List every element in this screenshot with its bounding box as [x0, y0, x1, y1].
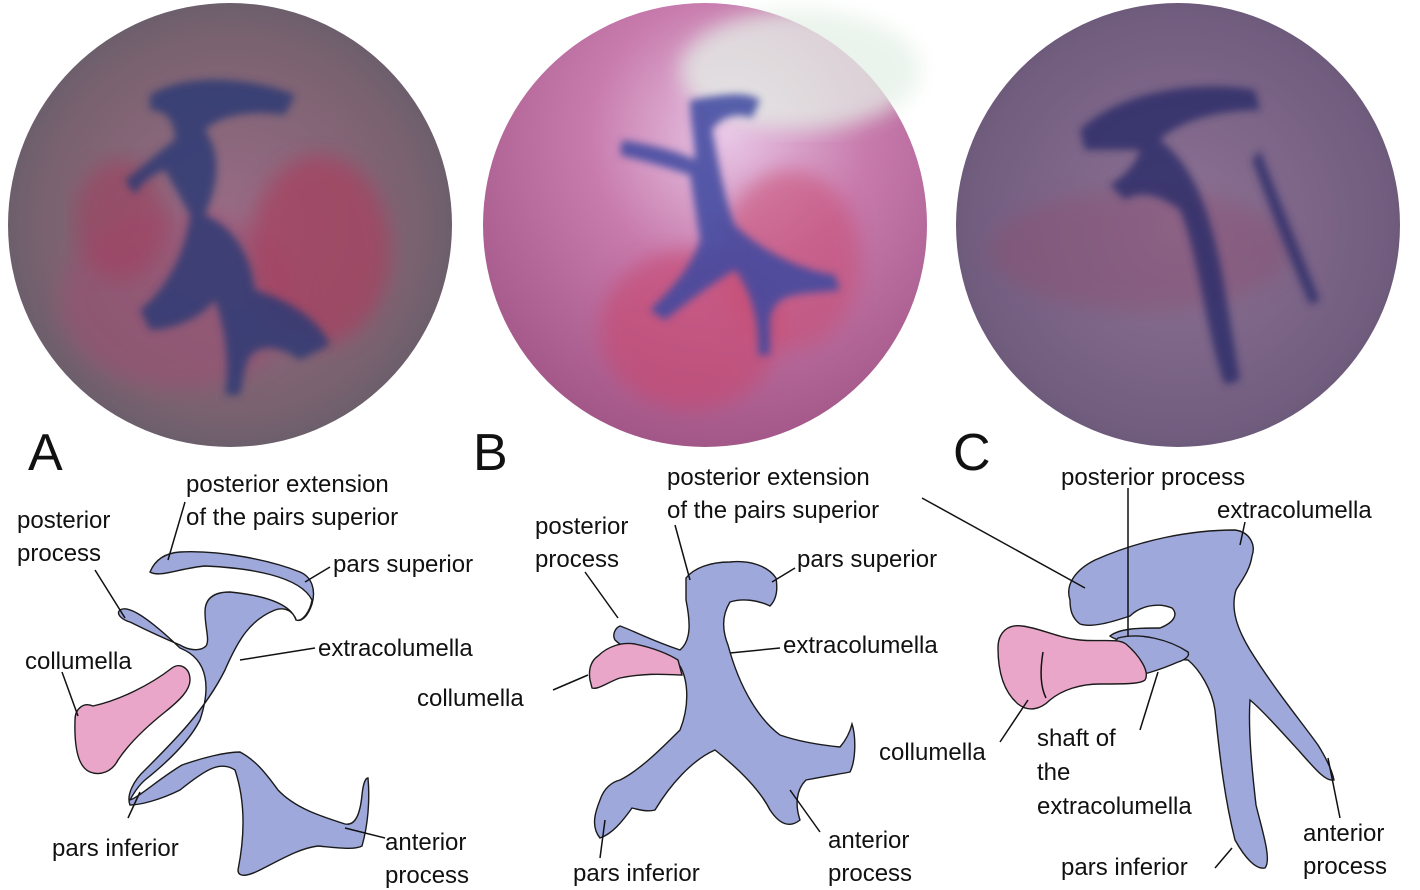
c-label-extracolumella: extracolumella: [1217, 497, 1372, 524]
b-label-posterior-extension-1: posterior extension: [667, 464, 870, 491]
photo-a: [8, 3, 452, 447]
photo-c: [956, 3, 1400, 447]
diagram-b: [553, 525, 855, 858]
a-label-anterior-process-2: process: [385, 862, 469, 889]
panel-label-c: C: [953, 424, 991, 482]
a-label-posterior-extension-1: posterior extension: [186, 471, 389, 498]
a-label-pars-inferior: pars inferior: [52, 835, 179, 862]
b-label-pars-superior: pars superior: [797, 546, 937, 573]
b-label-anterior-process-2: process: [828, 860, 912, 887]
c-label-shaft-2: the: [1037, 759, 1070, 786]
c-label-shaft-3: extracolumella: [1037, 793, 1192, 820]
panel-label-a: A: [28, 424, 63, 482]
diagram-a-collumella: [75, 666, 190, 774]
b-label-extracolumella: extracolumella: [783, 632, 938, 659]
a-label-collumella: collumella: [25, 648, 132, 675]
c-label-anterior-process-1: anterior: [1303, 820, 1384, 847]
a-label-posterior-process-1: posterior: [17, 507, 110, 534]
photo-b: [483, 3, 927, 447]
a-label-anterior-process-1: anterior: [385, 829, 466, 856]
b-label-pars-inferior: pars inferior: [573, 860, 700, 887]
c-label-pars-inferior: pars inferior: [1061, 854, 1188, 881]
c-label-shaft-1: shaft of: [1037, 725, 1116, 752]
b-label-posterior-extension-2: of the pairs superior: [667, 497, 879, 524]
c-label-anterior-process-2: process: [1303, 853, 1387, 880]
b-label-collumella: collumella: [417, 685, 524, 712]
b-label-posterior-process-2: process: [535, 546, 619, 573]
c-label-collumella: collumella: [879, 739, 986, 766]
c-label-posterior-process: posterior process: [1061, 464, 1245, 491]
b-label-posterior-process-1: posterior: [535, 513, 628, 540]
a-label-posterior-extension-2: of the pairs superior: [186, 504, 398, 531]
a-label-extracolumella: extracolumella: [318, 635, 473, 662]
panel-label-b: B: [473, 424, 508, 482]
b-label-anterior-process-1: anterior: [828, 827, 909, 854]
diagram-b-extracolumella: [595, 562, 855, 838]
a-label-pars-superior: pars superior: [333, 551, 473, 578]
a-label-posterior-process-2: process: [17, 540, 101, 567]
